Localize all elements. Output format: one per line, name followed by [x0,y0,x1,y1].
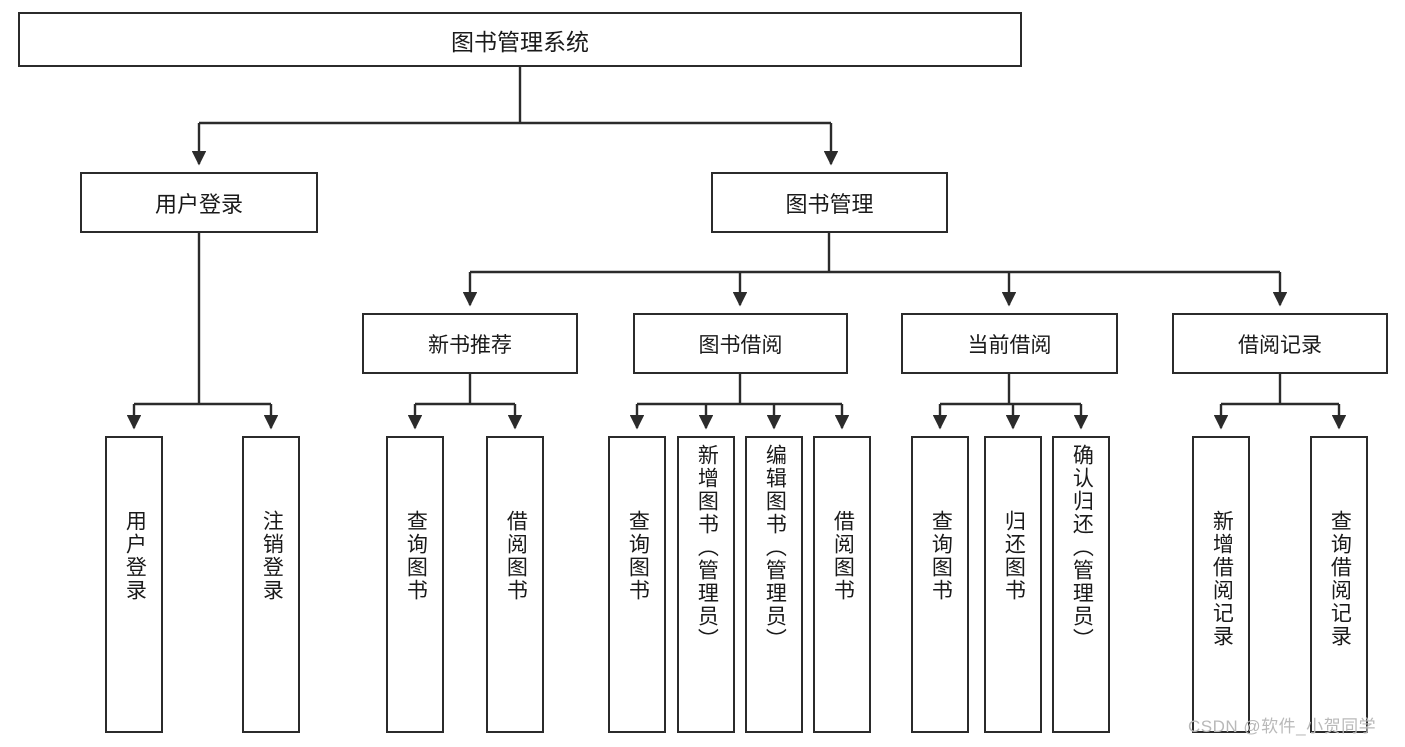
leaf-label: 新增图书（管理员） [695,444,719,651]
leaf-label: 新增借阅记录 [1210,510,1234,648]
node-leaf-add-book[interactable]: 新增图书（管理员） [677,436,735,733]
leaf-label: 查询图书 [404,510,428,602]
node-leaf-borrow-book-2[interactable]: 借阅图书 [813,436,871,733]
leaf-label: 注销登录 [260,510,284,602]
node-book-management[interactable]: 图书管理 [711,172,948,233]
node-leaf-add-record[interactable]: 新增借阅记录 [1192,436,1250,733]
node-leaf-query-book-1[interactable]: 查询图书 [386,436,444,733]
leaf-label: 查询图书 [626,510,650,602]
leaf-label: 归还图书 [1002,510,1026,602]
node-leaf-return-book[interactable]: 归还图书 [984,436,1042,733]
node-leaf-edit-book[interactable]: 编辑图书（管理员） [745,436,803,733]
node-current-borrowing[interactable]: 当前借阅 [901,313,1118,374]
leaf-label: 确认归还（管理员） [1070,444,1094,651]
leaf-label: 借阅图书 [831,510,855,602]
node-leaf-query-record[interactable]: 查询借阅记录 [1310,436,1368,733]
node-leaf-user-login[interactable]: 用户登录 [105,436,163,733]
leaf-label: 查询借阅记录 [1328,510,1352,648]
node-user-login[interactable]: 用户登录 [80,172,318,233]
node-new-book-recommendation[interactable]: 新书推荐 [362,313,578,374]
node-root-system[interactable]: 图书管理系统 [18,12,1022,67]
node-leaf-user-logout[interactable]: 注销登录 [242,436,300,733]
leaf-label: 用户登录 [123,510,147,602]
node-leaf-query-book-2[interactable]: 查询图书 [608,436,666,733]
node-leaf-query-book-3[interactable]: 查询图书 [911,436,969,733]
watermark-text: CSDN @软件_小贺同学 [1188,717,1377,736]
leaf-label: 查询图书 [929,510,953,602]
leaf-label: 编辑图书（管理员） [763,444,787,651]
node-leaf-confirm-return[interactable]: 确认归还（管理员） [1052,436,1110,733]
node-leaf-borrow-book-1[interactable]: 借阅图书 [486,436,544,733]
node-borrowing-record[interactable]: 借阅记录 [1172,313,1388,374]
node-book-borrowing[interactable]: 图书借阅 [633,313,848,374]
leaf-label: 借阅图书 [504,510,528,602]
